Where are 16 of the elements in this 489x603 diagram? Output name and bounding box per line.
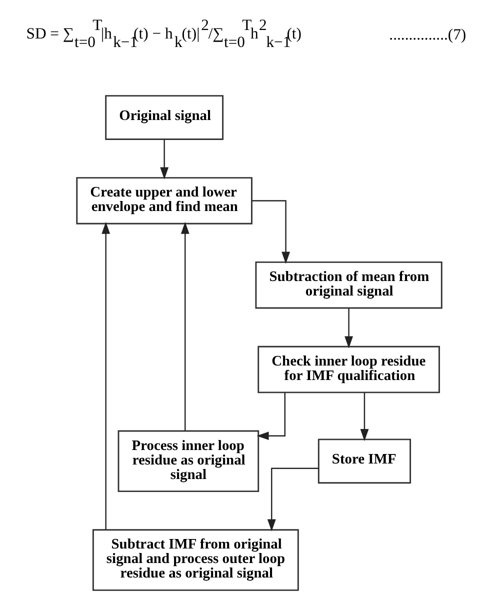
- node-box: Create upper and lower envelope and find mean: [76, 176, 252, 224]
- arrow: [267, 467, 319, 531]
- arrow: [256, 392, 286, 440]
- node-box: Original signal: [105, 94, 224, 140]
- node-box: Check inner loop residue for IMF qualification: [258, 345, 440, 393]
- arrow: [344, 308, 354, 348]
- node-box: Store IMF: [318, 438, 412, 484]
- arrow: [160, 138, 169, 179]
- arrow: [180, 221, 190, 430]
- node-box: Subtract IMF from original signal and process outer loop residue as original signal: [92, 528, 299, 590]
- label: ...............(7): [389, 26, 466, 44]
- arrow: [102, 221, 110, 530]
- node-box: Subtraction of mean from original signal: [255, 260, 442, 308]
- node-box: Process inner loop residue as original signal: [118, 430, 260, 492]
- arrow: [360, 392, 369, 441]
- arrow: [252, 200, 290, 264]
